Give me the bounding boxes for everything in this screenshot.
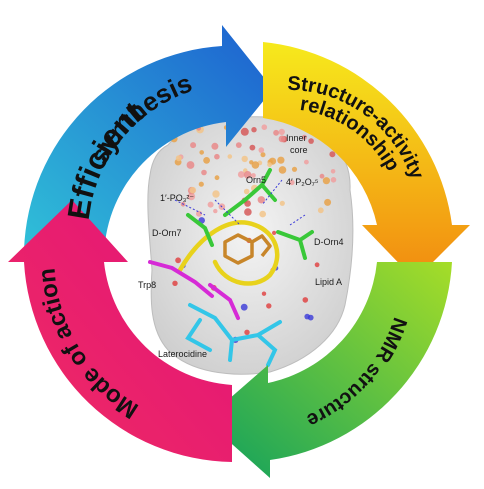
- lipid-atom: [240, 127, 249, 136]
- lipid-atom: [273, 129, 279, 136]
- lipid-atom: [249, 144, 256, 151]
- label-orn5: Orn5: [246, 175, 266, 185]
- lipid-atom: [201, 169, 207, 176]
- arrow-mode-of-action: [8, 200, 232, 462]
- lipid-atom: [322, 177, 330, 185]
- label-inner-core-1: Inner: [286, 133, 307, 143]
- label-trp8: Trp8: [138, 280, 156, 290]
- lipid-atom: [251, 161, 260, 169]
- lipid-atom: [278, 135, 286, 143]
- lipid-atom: [302, 297, 309, 303]
- lipid-atom: [211, 142, 219, 150]
- lipid-atom: [260, 152, 266, 158]
- lipid-atom: [314, 262, 320, 268]
- lipid-atom: [317, 207, 324, 214]
- lipid-atom: [261, 124, 268, 130]
- label-inner-core-2: core: [290, 145, 308, 155]
- arrow-structure-activity: [263, 42, 470, 280]
- label-laterocidine: Laterocidine: [158, 349, 207, 359]
- lipid-atom: [251, 127, 257, 133]
- lipid-atom: [244, 208, 252, 216]
- lipid-atom: [196, 210, 202, 217]
- lipid-atom: [289, 179, 295, 186]
- lipid-atom: [329, 151, 336, 158]
- lipid-atom: [330, 169, 336, 174]
- lipid-atom: [175, 257, 182, 264]
- lipid-atom: [259, 210, 267, 218]
- lipid-atom: [244, 200, 251, 207]
- label-dorn4: D-Orn4: [314, 237, 344, 247]
- arrow-efficient-synthesis: [24, 25, 273, 260]
- lipid-atom: [277, 156, 285, 164]
- lipid-atom: [189, 186, 197, 194]
- side-chain-green: [186, 168, 314, 260]
- lipid-atom: [235, 142, 242, 149]
- lipid-atom: [330, 177, 337, 183]
- lipid-atom: [214, 153, 220, 160]
- lipid-atom: [186, 161, 195, 169]
- lipid-atom: [279, 200, 285, 206]
- lipid-atom: [213, 208, 218, 214]
- lipid-atom: [258, 147, 265, 153]
- lipid-atom: [199, 150, 204, 155]
- lipid-atom: [241, 155, 248, 163]
- lipid-atom: [214, 175, 220, 181]
- lipid-atom: [190, 142, 197, 149]
- molecular-model: Inner core Orn5 4′ P₂O₇⁵ 1′-PO₃²⁻ D-Orn7…: [138, 116, 354, 375]
- lipid-tail-cyan: [185, 303, 282, 367]
- lipid-atom: [212, 190, 220, 198]
- lipid-atom: [319, 173, 325, 179]
- lipid-atom: [324, 198, 332, 206]
- label-po3: 1′-PO₃²⁻: [160, 193, 194, 203]
- lipid-atom: [307, 314, 314, 321]
- trp-ring: [223, 233, 272, 265]
- lipid-atom: [291, 166, 298, 172]
- lipid-atom: [278, 128, 285, 135]
- lipid-atom: [227, 154, 233, 159]
- lipid-atom: [278, 166, 287, 174]
- lipid-atom: [304, 159, 309, 165]
- hbond-lines: [174, 179, 306, 226]
- lipid-atom: [243, 188, 250, 195]
- lipid-atom: [198, 181, 204, 187]
- peptide-backbone-yellow: [177, 220, 280, 286]
- lipid-atom: [175, 155, 182, 162]
- lipid-atom: [257, 196, 265, 204]
- label-dorn7: D-Orn7: [152, 228, 182, 238]
- label-lipid-a: Lipid A: [315, 277, 342, 287]
- lipid-atom: [267, 162, 272, 168]
- lipid-atom: [203, 157, 211, 164]
- side-chain-magenta: [148, 260, 240, 320]
- lipid-atom: [187, 192, 196, 201]
- lipid-atom: [243, 171, 252, 179]
- arrow-nmr-structure: [205, 262, 452, 478]
- label-p2o7: 4′ P₂O₇⁵: [286, 177, 319, 187]
- lipid-atom: [266, 303, 272, 309]
- lipid-atom: [308, 138, 314, 144]
- lipid-atom: [240, 303, 248, 311]
- lipid-atom: [301, 134, 307, 140]
- lipid-atom: [251, 173, 256, 178]
- lipid-atom: [172, 280, 178, 286]
- lipid-atom: [237, 171, 245, 178]
- lipid-atom: [207, 201, 214, 208]
- lipid-atom: [272, 230, 277, 235]
- lipid-atom: [261, 291, 267, 296]
- lipid-atom: [244, 329, 250, 335]
